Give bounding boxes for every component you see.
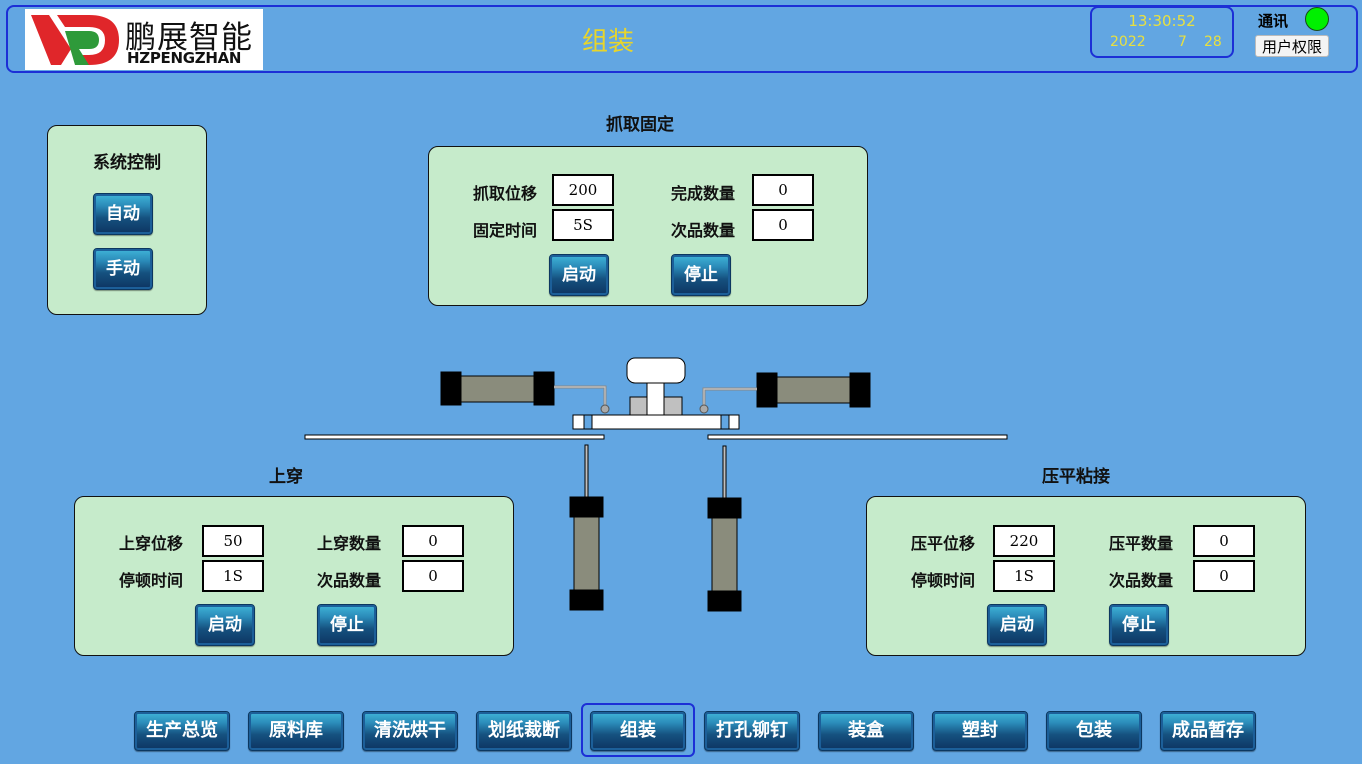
comm-status-indicator-icon xyxy=(1305,7,1329,31)
fix-time-label: 固定时间 xyxy=(473,221,538,240)
upper-count-label: 上穿数量 xyxy=(317,534,382,553)
grab-displacement-input[interactable]: 200 xyxy=(552,174,614,206)
system-control-title: 系统控制 xyxy=(93,153,161,173)
company-logo: 鹏展智能 HZPENGZHAN xyxy=(25,9,263,70)
nav-assembly[interactable]: 组装 xyxy=(590,711,686,751)
press-bond-panel: 压平位移 220 停顿时间 1S 压平数量 0 次品数量 0 启动 停止 xyxy=(866,496,1306,656)
clock-time: 13:30:52 xyxy=(1128,12,1196,30)
grab-stop-button[interactable]: 停止 xyxy=(671,254,731,296)
comm-label: 通讯 xyxy=(1258,12,1289,30)
grab-defect-count-display: 0 xyxy=(752,209,814,241)
center-gripper xyxy=(572,357,740,430)
press-stop-button[interactable]: 停止 xyxy=(1109,604,1169,646)
grab-fix-title: 抓取固定 xyxy=(606,115,674,135)
clock-month: 7 xyxy=(1178,34,1187,50)
done-count-label: 完成数量 xyxy=(671,184,736,203)
nav-active-indicator xyxy=(581,703,695,757)
right-horizontal-cylinder xyxy=(699,372,871,414)
press-count-display: 0 xyxy=(1193,525,1255,557)
datetime-display: 13:30:52 2022 7 28 xyxy=(1090,6,1234,58)
page-title: 组装 xyxy=(581,27,634,57)
upper-start-button[interactable]: 启动 xyxy=(195,604,255,646)
press-pause-input[interactable]: 1S xyxy=(993,560,1055,592)
press-defect-count-display: 0 xyxy=(1193,560,1255,592)
right-rail xyxy=(707,434,1008,440)
upper-displacement-input[interactable]: 50 xyxy=(202,525,264,557)
press-pause-label: 停顿时间 xyxy=(911,571,976,590)
upper-pause-input[interactable]: 1S xyxy=(202,560,264,592)
press-bond-title: 压平粘接 xyxy=(1042,467,1110,487)
logo-mark-icon xyxy=(31,15,119,65)
upper-displacement-label: 上穿位移 xyxy=(119,534,184,553)
nav-finished-storage[interactable]: 成品暂存 xyxy=(1160,711,1256,751)
fix-time-input[interactable]: 5S xyxy=(552,209,614,241)
nav-paper-cut[interactable]: 划纸裁断 xyxy=(476,711,572,751)
grab-defect-count-label: 次品数量 xyxy=(671,221,736,240)
nav-plastic-seal[interactable]: 塑封 xyxy=(932,711,1028,751)
nav-boxing[interactable]: 装盒 xyxy=(818,711,914,751)
clock-year: 2022 xyxy=(1110,34,1146,50)
logo-chinese-text: 鹏展智能 xyxy=(125,20,253,56)
user-permission-button[interactable]: 用户权限 xyxy=(1255,35,1329,57)
press-count-label: 压平数量 xyxy=(1109,534,1174,553)
nav-punch-rivet[interactable]: 打孔铆钉 xyxy=(704,711,800,751)
grab-fix-panel: 抓取位移 200 固定时间 5S 完成数量 0 次品数量 0 启动 停止 xyxy=(428,146,868,306)
upper-stop-button[interactable]: 停止 xyxy=(317,604,377,646)
press-displacement-input[interactable]: 220 xyxy=(993,525,1055,557)
upper-defect-count-label: 次品数量 xyxy=(317,571,382,590)
left-horizontal-cylinder xyxy=(440,371,610,414)
press-displacement-label: 压平位移 xyxy=(911,534,976,553)
upper-pause-label: 停顿时间 xyxy=(119,571,184,590)
upper-defect-count-display: 0 xyxy=(402,560,464,592)
manual-mode-button[interactable]: 手动 xyxy=(93,248,153,290)
left-vertical-cylinder xyxy=(569,444,604,611)
header-bar: 鹏展智能 HZPENGZHAN 组装 xyxy=(6,5,1358,73)
grab-displacement-label: 抓取位移 xyxy=(473,184,538,203)
nav-packaging[interactable]: 包装 xyxy=(1046,711,1142,751)
clock-day: 28 xyxy=(1204,34,1222,50)
nav-raw-material[interactable]: 原料库 xyxy=(248,711,344,751)
system-control-panel: 系统控制 自动 手动 xyxy=(47,125,207,315)
upper-thread-panel: 上穿位移 50 停顿时间 1S 上穿数量 0 次品数量 0 启动 停止 xyxy=(74,496,514,656)
upper-count-display: 0 xyxy=(402,525,464,557)
grab-start-button[interactable]: 启动 xyxy=(549,254,609,296)
auto-mode-button[interactable]: 自动 xyxy=(93,193,153,235)
nav-production-overview[interactable]: 生产总览 xyxy=(134,711,230,751)
right-vertical-cylinder xyxy=(707,445,742,612)
logo-english-text: HZPENGZHAN xyxy=(127,49,242,67)
left-rail xyxy=(304,434,605,440)
press-defect-count-label: 次品数量 xyxy=(1109,571,1174,590)
nav-clean-dry[interactable]: 清洗烘干 xyxy=(362,711,458,751)
press-start-button[interactable]: 启动 xyxy=(987,604,1047,646)
upper-thread-title: 上穿 xyxy=(269,467,303,487)
done-count-display: 0 xyxy=(752,174,814,206)
